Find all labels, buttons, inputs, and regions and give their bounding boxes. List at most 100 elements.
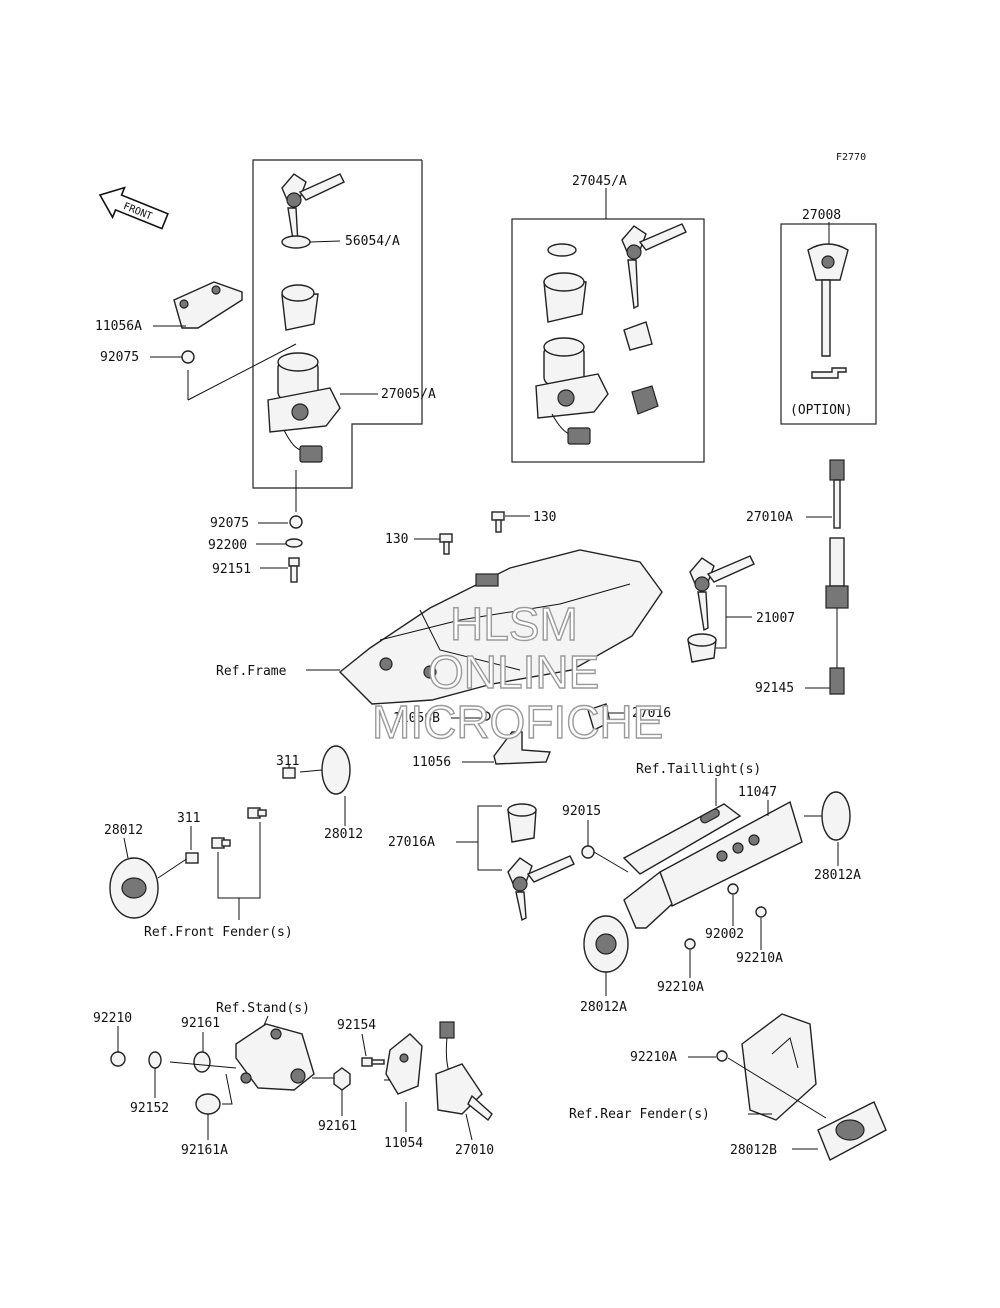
bracket-11056A-icon (173, 281, 243, 329)
label-92210A-center: 92210A (657, 980, 704, 995)
label-28012-left: 28012 (104, 823, 143, 838)
label-27016A: 27016A (388, 835, 435, 850)
seat-lock-icon (631, 385, 659, 415)
label-ref-taillight: Ref.Taillight(s) (636, 762, 761, 777)
stud-icon-upper (247, 807, 267, 819)
nut-92161-icon (333, 1067, 351, 1091)
key-21007-icon (689, 555, 755, 632)
label-92161-upper: 92161 (181, 1016, 220, 1031)
lock-cover-icon-2 (543, 272, 587, 323)
lock-cylinder-21007-icon (687, 633, 717, 663)
figure-code: F2770 (836, 152, 866, 163)
label-92075-top: 92075 (100, 350, 139, 365)
reflector-28012A-left-icon (583, 915, 629, 973)
label-ref-stand: Ref.Stand(s) (216, 1001, 310, 1016)
lock-cylinder-27016A-icon (507, 803, 537, 843)
key-27016A-icon (507, 855, 575, 922)
bolt-130-left-icon (439, 533, 453, 555)
label-11056B: 11056B (393, 711, 440, 726)
nut-92075-lower-icon (289, 515, 303, 529)
reflector-28012A-right-icon (804, 791, 851, 841)
nut-92210A-right-icon (755, 906, 767, 918)
washer-icon (281, 235, 311, 249)
label-21007: 21007 (756, 611, 795, 626)
nut-92210A-center-icon (684, 938, 696, 950)
label-92002: 92002 (705, 927, 744, 942)
ignition-switch-icon-2 (535, 337, 609, 445)
label-130-left: 130 (385, 532, 408, 547)
label-92154: 92154 (337, 1018, 376, 1033)
label-311-lower: 311 (177, 811, 200, 826)
label-92151: 92151 (212, 562, 251, 577)
label-92075-lower: 92075 (210, 516, 249, 531)
label-11056A: 11056A (95, 319, 142, 334)
watermark-line-2: ONLINE (428, 646, 599, 698)
watermark-line-3: MICROFICHE (372, 696, 663, 748)
nut-92015-icon (581, 845, 595, 859)
nut-92210A-rear-icon (716, 1050, 728, 1062)
label-92210: 92210 (93, 1011, 132, 1026)
bolt-92002-icon (727, 883, 739, 895)
label-28012A-right: 28012A (814, 868, 861, 883)
watermark-line-1: HLSM (450, 598, 578, 650)
label-92161A: 92161A (181, 1143, 228, 1158)
label-27005A: 27005/A (381, 387, 436, 402)
collar-92161A-icon (195, 1093, 221, 1115)
side-stand-switch-27010-icon (435, 1021, 493, 1122)
label-28012A-left: 28012A (580, 1000, 627, 1015)
bolt-130-right-icon (491, 511, 505, 533)
rear-fender-bracket-icon (741, 1013, 817, 1121)
key-icon-2 (621, 223, 687, 310)
label-56054A: 56054/A (345, 234, 400, 249)
nut-92075-icon (181, 350, 195, 364)
frame-icon (338, 549, 663, 705)
nut-311-upper-icon (282, 767, 296, 779)
screw-92154-icon (361, 1057, 385, 1067)
bracket-27016-icon (587, 703, 611, 731)
stand-bracket-icon (235, 1023, 315, 1091)
bracket-11056-icon (493, 731, 552, 765)
key-cut-icon (811, 367, 847, 379)
label-27010A: 27010A (746, 510, 793, 525)
key-icon (281, 173, 345, 248)
washer-icon-2 (547, 243, 577, 257)
stud-icon-lower (211, 837, 231, 849)
screw-92151-icon (288, 557, 300, 583)
label-option: (OPTION) (790, 403, 853, 418)
label-311-upper: 311 (276, 754, 299, 769)
lock-cover-icon (281, 284, 319, 331)
label-92161-lower: 92161 (318, 1119, 357, 1134)
bracket-11054-icon (385, 1033, 423, 1095)
label-92200: 92200 (208, 538, 247, 553)
reflector-28012-right-icon (299, 745, 351, 795)
nut-92210-icon (110, 1051, 126, 1067)
reflector-28012B-icon (817, 1101, 887, 1161)
reflector-28012-left-icon (109, 857, 189, 919)
label-ref-frame: Ref.Frame (216, 664, 287, 679)
label-ref-front-fender: Ref.Front Fender(s) (144, 925, 293, 940)
lock-cylinder-icon (623, 321, 653, 351)
ignition-switch-icon (267, 352, 341, 463)
label-92210A-rear: 92210A (630, 1050, 677, 1065)
license-bracket-11047-icon (623, 800, 803, 929)
washer-92152-icon (148, 1051, 162, 1069)
label-28012-right: 28012 (324, 827, 363, 842)
label-92152: 92152 (130, 1101, 169, 1116)
taillight-bracket-icon (622, 803, 742, 875)
washer-92161-icon (193, 1051, 211, 1073)
label-27045A: 27045/A (572, 174, 627, 189)
label-11054: 11054 (384, 1136, 423, 1151)
label-ref-rear-fender: Ref.Rear Fender(s) (569, 1107, 710, 1122)
label-27008: 27008 (802, 208, 841, 223)
front-arrow-icon: FRONT (98, 186, 169, 230)
blank-key-icon (807, 243, 849, 357)
label-92015: 92015 (562, 804, 601, 819)
label-11047: 11047 (738, 785, 777, 800)
washer-92200-icon (285, 538, 303, 548)
label-92210A-right: 92210A (736, 951, 783, 966)
label-11056: 11056 (412, 755, 451, 770)
label-27010: 27010 (455, 1143, 494, 1158)
label-92145: 92145 (755, 681, 794, 696)
group-box-27045A (511, 218, 705, 463)
